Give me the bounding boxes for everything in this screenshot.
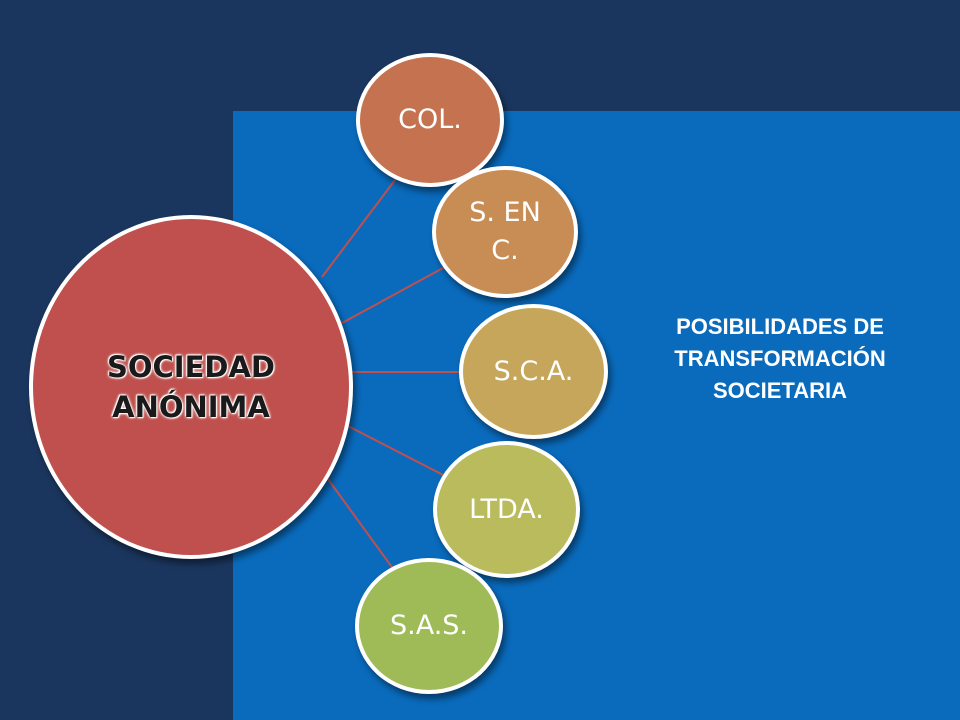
connector-sas bbox=[324, 474, 395, 571]
connector-col bbox=[321, 179, 396, 278]
node-sca-label: S.C.A. bbox=[493, 355, 574, 387]
background-panel bbox=[233, 111, 960, 720]
node-ltda: LTDA. bbox=[433, 441, 580, 578]
node-sca: S.C.A. bbox=[459, 304, 608, 439]
slide-title: POSIBILIDADES DE TRANSFORMACIÓN SOCIETAR… bbox=[625, 311, 935, 407]
node-ltda-label: LTDA. bbox=[469, 493, 544, 525]
node-col-label: COL. bbox=[398, 104, 462, 135]
center-node-sociedad-anonima: SOCIEDAD ANÓNIMA bbox=[29, 215, 353, 559]
slide-title-line-1: POSIBILIDADES DE bbox=[676, 314, 884, 339]
node-sas-label: S.A.S. bbox=[389, 610, 469, 641]
center-node-label: SOCIEDAD ANÓNIMA bbox=[106, 350, 275, 424]
node-s-en-c-label: S. EN C. bbox=[469, 197, 541, 266]
node-sas: S.A.S. bbox=[355, 558, 503, 694]
node-col: COL. bbox=[356, 53, 504, 187]
connector-s-en-c bbox=[341, 267, 444, 324]
slide-title-line-3: SOCIETARIA bbox=[712, 378, 848, 403]
node-s-en-c: S. EN C. bbox=[432, 166, 578, 298]
slide-title-line-2: TRANSFORMACIÓN bbox=[674, 346, 886, 371]
connector-ltda bbox=[343, 423, 448, 478]
